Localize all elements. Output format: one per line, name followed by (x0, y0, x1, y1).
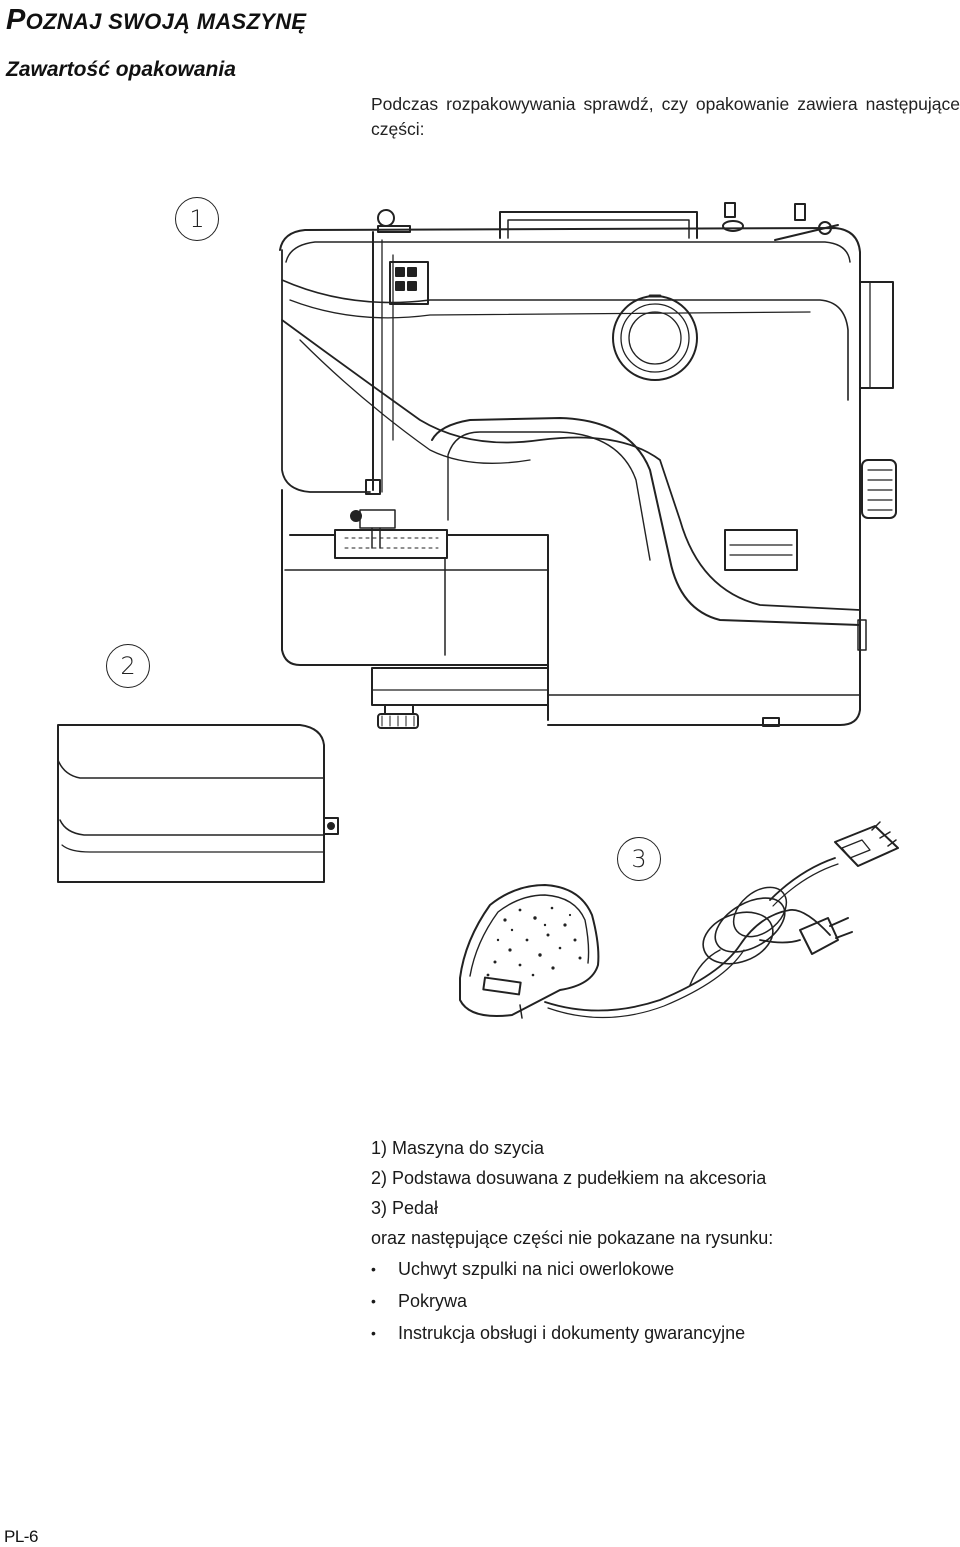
legend-item: 3) Pedał (371, 1198, 439, 1218)
legend-note: oraz następujące części nie pokazane na … (371, 1228, 774, 1248)
sewing-machine-drawing (279, 202, 897, 729)
extra-parts-list: • Uchwyt szpulki na nici owerlokowe • Pokr… (371, 1253, 745, 1349)
parts-legend: 1) Maszyna do szycia 2) Podstawa dosuwan… (371, 1133, 773, 1253)
intro-paragraph: Podczas rozpakowywania sprawdź, czy opak… (371, 94, 960, 139)
callout-2: 2 (106, 644, 150, 688)
list-item-text: Instrukcja obsługi i dokumenty gwarancyj… (398, 1323, 746, 1343)
callout-3: 3 (617, 837, 661, 881)
page-number: PL-6 (4, 1527, 38, 1546)
section-subtitle: Zawartość opakowania (6, 58, 236, 81)
legend-item: 2) Podstawa dosuwana z pudełkiem na akce… (371, 1168, 767, 1188)
list-item: • Instrukcja obsługi i dokumenty gwarancy… (371, 1317, 745, 1349)
bullet-icon: • (371, 1261, 376, 1277)
list-item-text: Pokrywa (398, 1291, 468, 1311)
bullet-icon: • (371, 1293, 376, 1309)
title-initial: P (6, 4, 26, 36)
list-item-text: Uchwyt szpulki na nici owerlokowe (398, 1259, 675, 1279)
foot-pedal-drawing (459, 821, 899, 1019)
bullet-icon: • (371, 1325, 376, 1341)
legend-item: 1) Maszyna do szycia (371, 1138, 545, 1158)
title-rest: OZNAJ SWOJĄ MASZYNĘ (25, 9, 307, 34)
list-item: • Pokrywa (371, 1285, 745, 1317)
callout-1: 1 (175, 197, 219, 241)
extension-table-drawing (57, 724, 339, 883)
page-title: POZNAJ SWOJĄ MASZYNĘ (6, 4, 306, 37)
list-item: • Uchwyt szpulki na nici owerlokowe (371, 1253, 745, 1285)
